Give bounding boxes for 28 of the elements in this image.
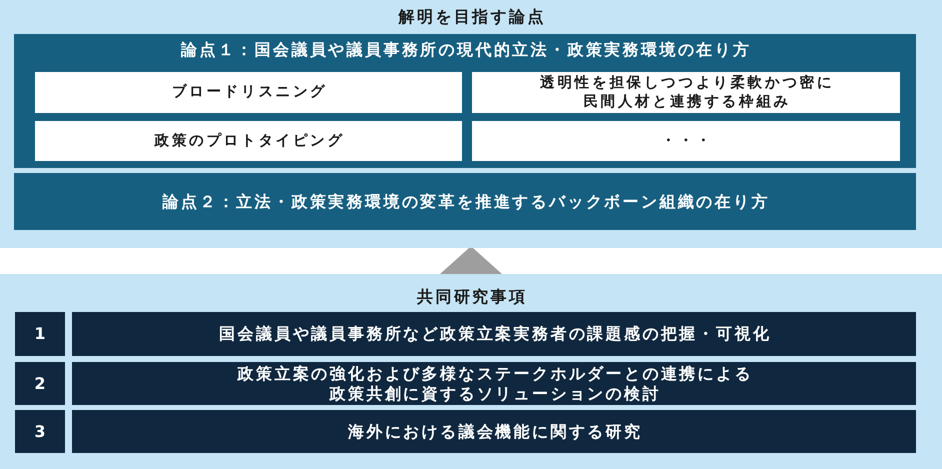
research-item-bar [72, 362, 916, 405]
item-text: 政策のプロトタイピング [153, 132, 345, 150]
research-item-bar [72, 312, 916, 356]
item-card [35, 72, 462, 113]
number-tile [15, 362, 65, 405]
section-heading: 解明を目指す論点 [397, 7, 546, 27]
topic-panel [14, 173, 916, 230]
item-card [472, 72, 900, 113]
topic-heading: 論点２：立法・政策実務環境の変革を推進するバックボーン組織の在り方 [161, 192, 770, 212]
row-number: 2 [34, 374, 46, 394]
number-tile [15, 410, 65, 453]
research-item-bar [72, 410, 916, 453]
item-text: ・・・ [660, 132, 714, 150]
row-number: 3 [34, 422, 46, 442]
row-text: 国会議員や議員事務所など政策立案実務者の課題感の把握・可視化 [218, 324, 772, 344]
item-card [472, 121, 900, 161]
item-text: ブロードリスニング [170, 83, 328, 102]
row-number: 1 [34, 324, 46, 344]
section-panel [0, 274, 942, 469]
section-panel [0, 0, 942, 248]
row-text: 海外における議会機能に関する研究 [346, 422, 642, 442]
section-heading: 共同研究事項 [416, 287, 528, 307]
topic-heading: 論点１：国会議員や議員事務所の現代的立法・政策実務環境の在り方 [180, 40, 752, 60]
number-tile [15, 312, 65, 356]
item-text: 透明性を担保しつつより柔軟かつ密に民間人材と連携する枠組み [539, 74, 836, 111]
row-text: 政策立案の強化および多様なステークホルダーとの連携による政策共創に資するソリューションの検討 [236, 364, 754, 404]
item-card [35, 121, 462, 161]
topic-panel [14, 34, 916, 168]
